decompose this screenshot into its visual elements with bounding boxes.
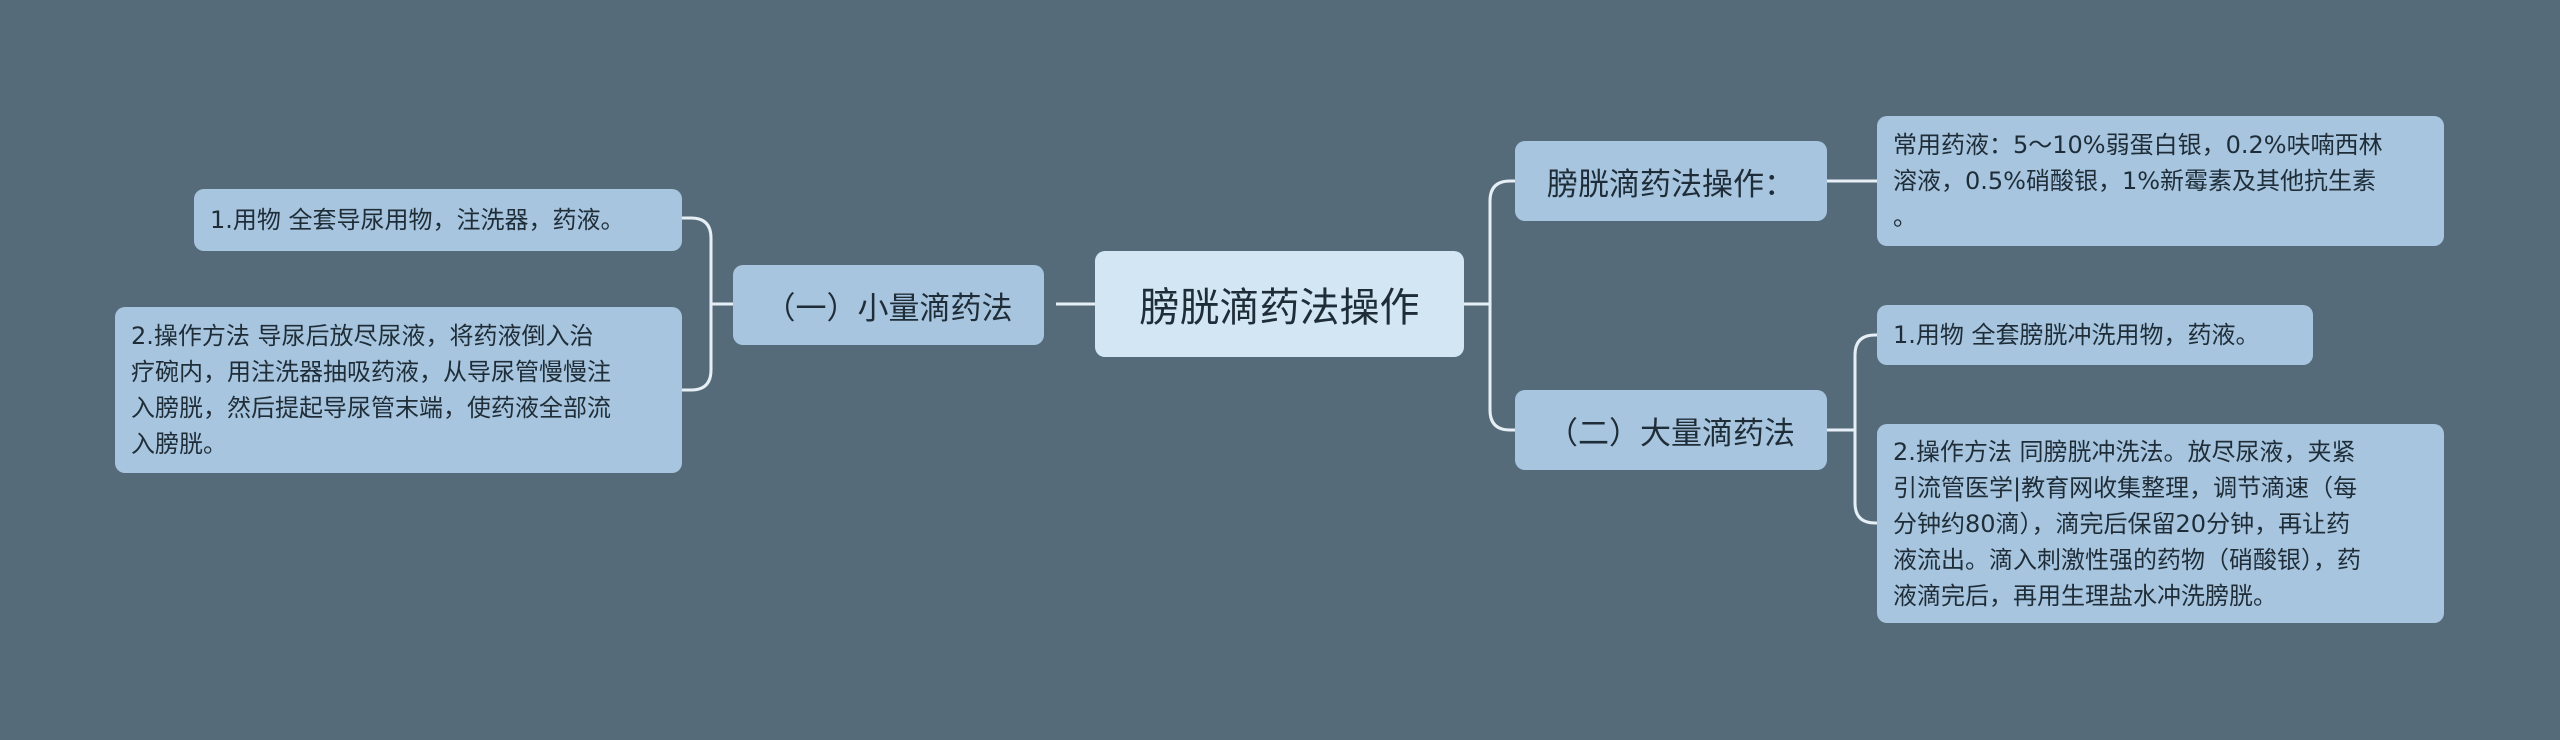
leaf-common-solutions[interactable]: 常用药液：5～10%弱蛋白银，0.2%呋喃西林 溶液，0.5%硝酸银，1%新霉素…	[1877, 116, 2444, 246]
branch-small-dose[interactable]: （一）小量滴药法	[733, 265, 1044, 345]
leaf-large-dose-supplies[interactable]: 1.用物 全套膀胱冲洗用物，药液。	[1877, 305, 2313, 365]
connector-right-branch-2-to-leaf-1	[1827, 333, 1877, 432]
root-topic[interactable]: 膀胱滴药法操作	[1095, 251, 1464, 357]
leaf-small-dose-procedure[interactable]: 2.操作方法 导尿后放尽尿液，将药液倒入治 疗碗内，用注洗器抽吸药液，从导尿管慢…	[115, 307, 682, 473]
leaf-large-dose-procedure[interactable]: 2.操作方法 同膀胱冲洗法。放尽尿液，夹紧 引流管医学|教育网收集整理，调节滴速…	[1877, 424, 2444, 623]
branch-large-dose[interactable]: （二）大量滴药法	[1515, 390, 1827, 470]
connector-right-branch-2-to-leaf-2	[1853, 430, 1877, 525]
leaf-small-dose-supplies[interactable]: 1.用物 全套导尿用物，注洗器，药液。	[194, 189, 682, 251]
connector-left-branch-to-leaf-1	[682, 216, 733, 306]
connector-left-branch-to-leaf-2	[682, 304, 713, 392]
connector-root-to-right-branch-2	[1488, 304, 1515, 432]
connector-root-to-right-branch-1	[1464, 179, 1515, 306]
branch-instillation-operation[interactable]: 膀胱滴药法操作：	[1515, 141, 1827, 221]
